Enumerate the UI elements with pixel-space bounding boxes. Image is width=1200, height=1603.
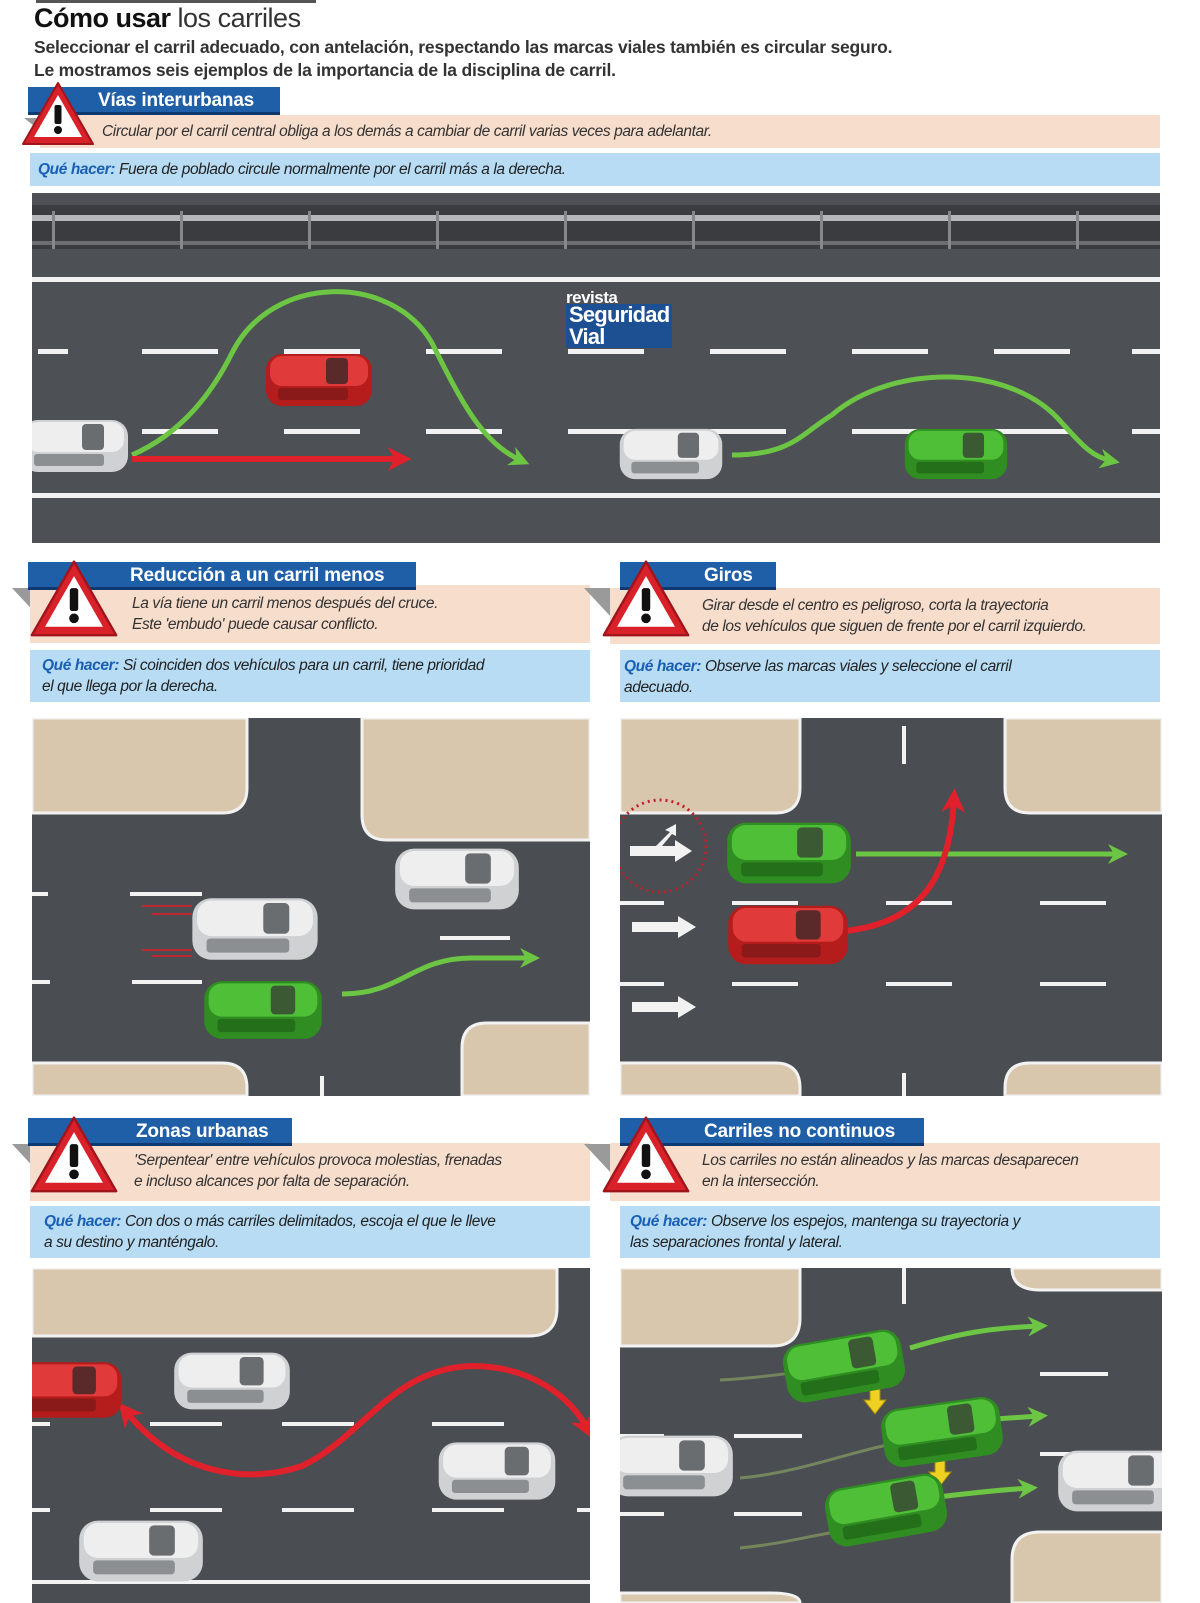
warning-text-line-1: La vía tiene un carril menos después del… (132, 595, 439, 612)
ribbon-fold (584, 588, 612, 618)
car-white (612, 425, 730, 483)
warning-triangle-icon (28, 558, 120, 640)
car-white (1050, 1446, 1162, 1516)
warning-text-line-1: 'Serpentear' entre vehículos provoca mol… (134, 1152, 502, 1169)
non-continuous-lanes-illustration (620, 1268, 1162, 1603)
what-to-do-box: Qué hacer:Con dos o más carriles delimit… (30, 1206, 590, 1258)
warning-text-line-2: e incluso alcances por falta de separaci… (134, 1173, 410, 1190)
warning-text-line-1: Girar desde el centro es peligroso, cort… (702, 597, 1049, 614)
page-title-light: los carriles (177, 3, 302, 33)
section-title: Reducción a un carril menos (28, 562, 416, 590)
section-title-text: Zonas urbanas (136, 1121, 269, 1142)
section-title-text: Reducción a un carril menos (130, 565, 385, 586)
car-white (620, 1431, 742, 1501)
top-rule (36, 0, 316, 3)
what-to-do-box: Qué hacer:Si coinciden dos vehículos par… (30, 650, 590, 702)
intersection-reduction-illustration (32, 718, 590, 1096)
section-title-text: Carriles no continuos (704, 1121, 896, 1142)
what-to-do-box: Qué hacer:Observe las marcas viales y se… (620, 650, 1160, 702)
car-white (68, 1516, 214, 1586)
subtitle-line-2: Le mostramos seis ejemplos de la importa… (34, 60, 616, 80)
what-to-do-box: Qué hacer:Fuera de poblado circule norma… (30, 153, 1160, 186)
section-title: Vías interurbanas (28, 87, 280, 115)
warning-triangle-icon (600, 1114, 692, 1196)
car-white (172, 1348, 292, 1414)
page-title: Cómo usar los carriles (34, 2, 301, 34)
what-to-do-label: Qué hacer: (44, 1213, 121, 1230)
what-to-do-text-line-2: adecuado. (624, 679, 693, 696)
what-to-do-text-line-1: Observe los espejos, mantenga su trayect… (710, 1213, 1020, 1230)
intersection-turn-illustration (620, 718, 1162, 1096)
warning-text-line-2: en la intersección. (702, 1173, 820, 1190)
what-to-do-label: Qué hacer: (42, 657, 119, 674)
subtitle-line-1: Seleccionar el carril adecuado, con ante… (34, 37, 893, 57)
what-to-do-label: Qué hacer: (624, 658, 701, 675)
warning-triangle-icon (600, 558, 692, 640)
warning-text-line-1: Los carriles no están alineados y las ma… (702, 1152, 1079, 1169)
what-to-do-label: Qué hacer: (38, 161, 115, 178)
what-to-do-label: Qué hacer: (630, 1213, 707, 1230)
highway-illustration (32, 193, 1160, 543)
urban-zigzag-illustration (32, 1268, 590, 1603)
car-green (720, 818, 858, 888)
magazine-logo: revista Seguridad Vial (566, 288, 673, 348)
what-to-do-text: Fuera de poblado circule normalmente por… (118, 161, 566, 178)
warning-triangle-icon (20, 80, 96, 148)
warning-box: Girar desde el centro es peligroso, cort… (610, 588, 1160, 644)
car-green (202, 976, 324, 1044)
warning-box: Los carriles no están alineados y las ma… (610, 1143, 1160, 1201)
car-white (432, 1438, 562, 1504)
section-title-text: Giros (704, 565, 753, 586)
what-to-do-text-line-1: Con dos o más carriles delimitados, esco… (124, 1213, 496, 1230)
warning-text-line-2: de los vehículos que siguen de frente po… (702, 618, 1087, 635)
car-red (32, 1358, 128, 1422)
section-title-text: Vías interurbanas (98, 90, 255, 111)
car-white (190, 893, 320, 965)
warning-triangle-icon (28, 1114, 120, 1196)
car-white (382, 844, 532, 914)
warning-box: 'Serpentear' entre vehículos provoca mol… (30, 1143, 590, 1201)
warning-box: La vía tiene un carril menos después del… (30, 585, 590, 643)
warning-box: Circular por el carril central obliga a … (40, 115, 1160, 148)
page-subtitle: Seleccionar el carril adecuado, con ante… (34, 36, 892, 82)
car-green (892, 425, 1020, 483)
logo-line-1: revista (566, 288, 618, 307)
what-to-do-box: Qué hacer:Observe los espejos, mantenga … (620, 1206, 1160, 1258)
what-to-do-text-line-2: las separaciones frontal y lateral. (630, 1234, 843, 1251)
car-white (32, 415, 130, 477)
warning-text-line-2: Este 'embudo' puede causar conflicto. (132, 616, 379, 633)
lane-direction-arrow-icon (630, 824, 696, 1018)
car-red (726, 900, 850, 970)
logo-line-2: Seguridad Vial (566, 304, 673, 348)
car-red (258, 350, 380, 410)
ribbon-fold (584, 1144, 612, 1174)
what-to-do-text-line-1: Observe las marcas viales y seleccione e… (704, 658, 1012, 675)
what-to-do-text-line-2: a su destino y manténgalo. (44, 1234, 219, 1251)
warning-text: Circular por el carril central obliga a … (102, 123, 712, 140)
section-title: Carriles no continuos (620, 1118, 924, 1146)
what-to-do-text-line-2: el que llega por la derecha. (42, 678, 218, 695)
what-to-do-text-line-1: Si coinciden dos vehículos para un carri… (122, 657, 485, 674)
page-title-bold: Cómo usar (34, 3, 171, 33)
